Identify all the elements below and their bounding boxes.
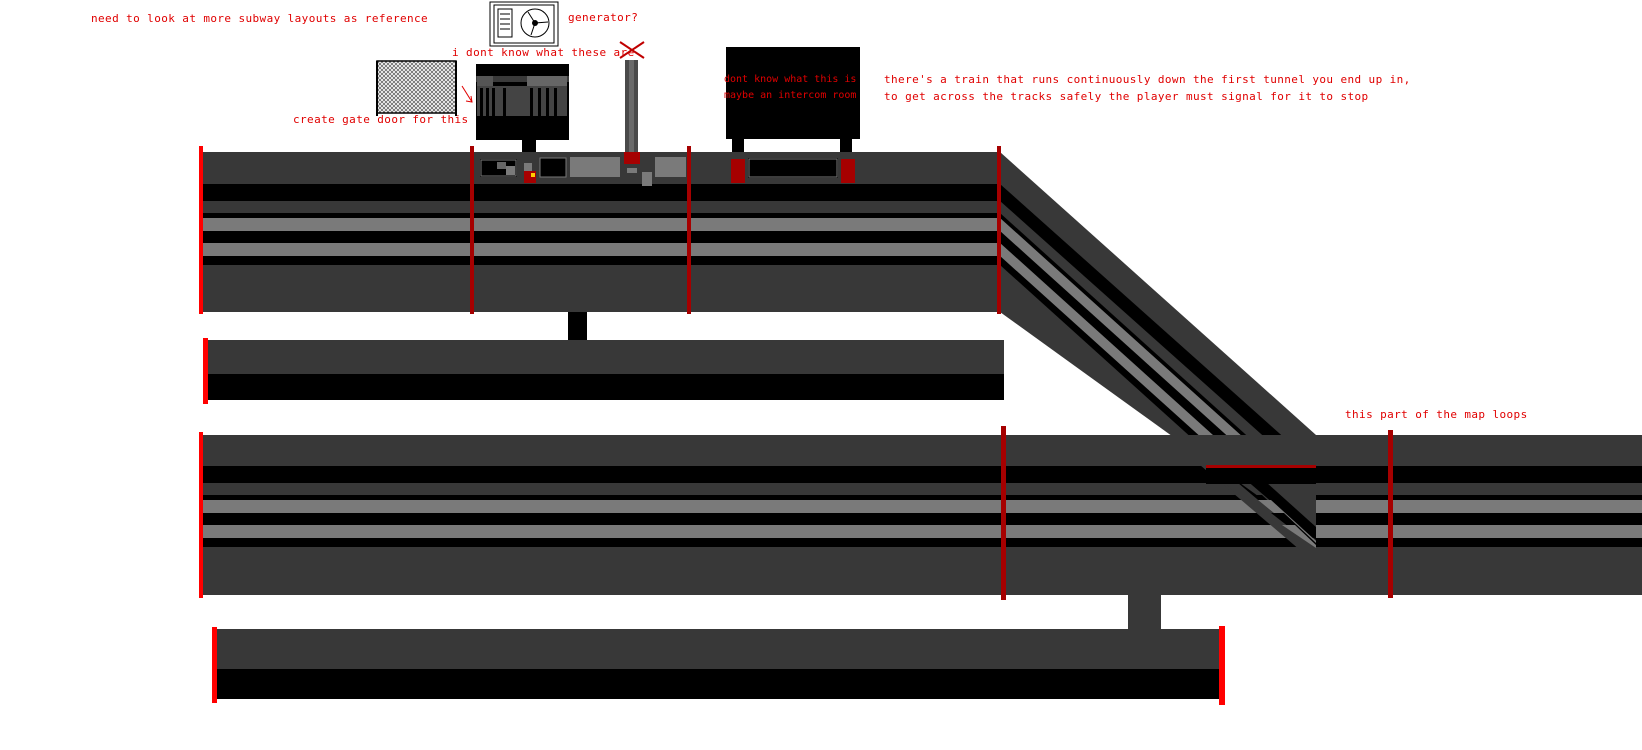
note-gate-door: create gate door for this gate: [293, 113, 504, 126]
note-train-line1: there's a train that runs continuously d…: [884, 73, 1411, 86]
machine-room: [476, 64, 569, 152]
note-unknown-these: i dont know what these are: [452, 46, 635, 59]
chain-gate-sketch-icon: [376, 60, 457, 116]
note-train-line2: to get across the tracks safely the play…: [884, 90, 1369, 103]
note-intercom: maybe an intercom room: [724, 90, 857, 101]
note-reference: need to look at more subway layouts as r…: [91, 12, 429, 25]
upper-tunnel-details: [480, 152, 855, 186]
note-loop: this part of the map loops: [1345, 408, 1528, 421]
upper-tunnel-dividers: [199, 146, 1001, 314]
pointer-arrow-icon: [461, 85, 473, 103]
red-x-mark-icon: [619, 41, 645, 59]
upper-platform: [203, 338, 1004, 404]
upper-tunnel: [200, 152, 1000, 312]
intercom-room: [726, 47, 860, 153]
lower-platform: [212, 626, 1225, 705]
lower-tunnel-dividers: [199, 426, 1393, 600]
generator-sketch-icon: [489, 1, 559, 47]
ramp-join: [1200, 465, 1316, 550]
connector-upper: [568, 312, 587, 340]
connector-lower: [1128, 595, 1161, 629]
note-unknown-this: dont know what this is: [724, 74, 857, 85]
note-generator: generator?: [568, 11, 639, 24]
lower-tunnel: [200, 435, 1642, 595]
